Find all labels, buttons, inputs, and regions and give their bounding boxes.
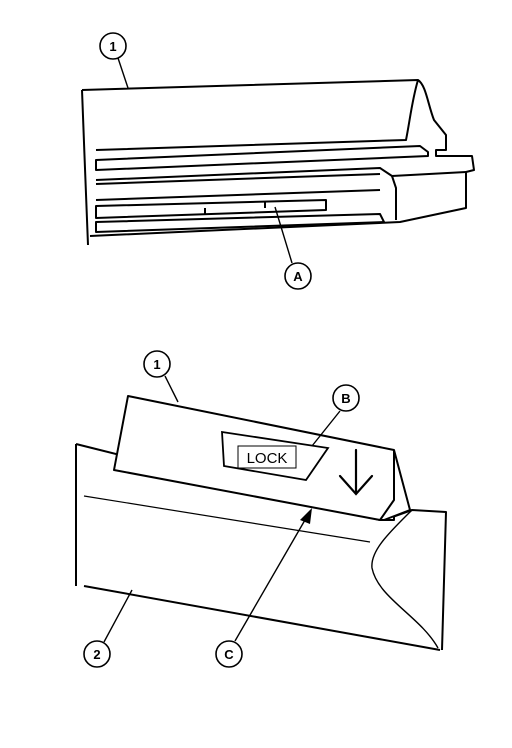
callout-c: C [215,508,312,668]
callout-b: B [311,384,360,447]
callout-1-top-label: 1 [109,39,116,54]
callout-2: 2 [83,589,133,668]
callout-c-arrowhead [300,508,312,524]
callout-b-label: B [341,391,350,406]
lock-label-text: LOCK [247,450,288,467]
callout-a: A [274,206,312,290]
callout-1-top: 1 [99,32,129,89]
lock-label-plate: LOCK [221,430,330,481]
callout-c-label: C [224,647,234,662]
callout-1-bottom-label: 1 [153,357,160,372]
wiper-blade-profile [81,79,475,246]
callout-1-bottom: 1 [143,350,179,403]
callout-2-label: 2 [93,647,100,662]
callout-a-label: A [293,269,303,284]
down-arrow-icon [338,448,374,496]
